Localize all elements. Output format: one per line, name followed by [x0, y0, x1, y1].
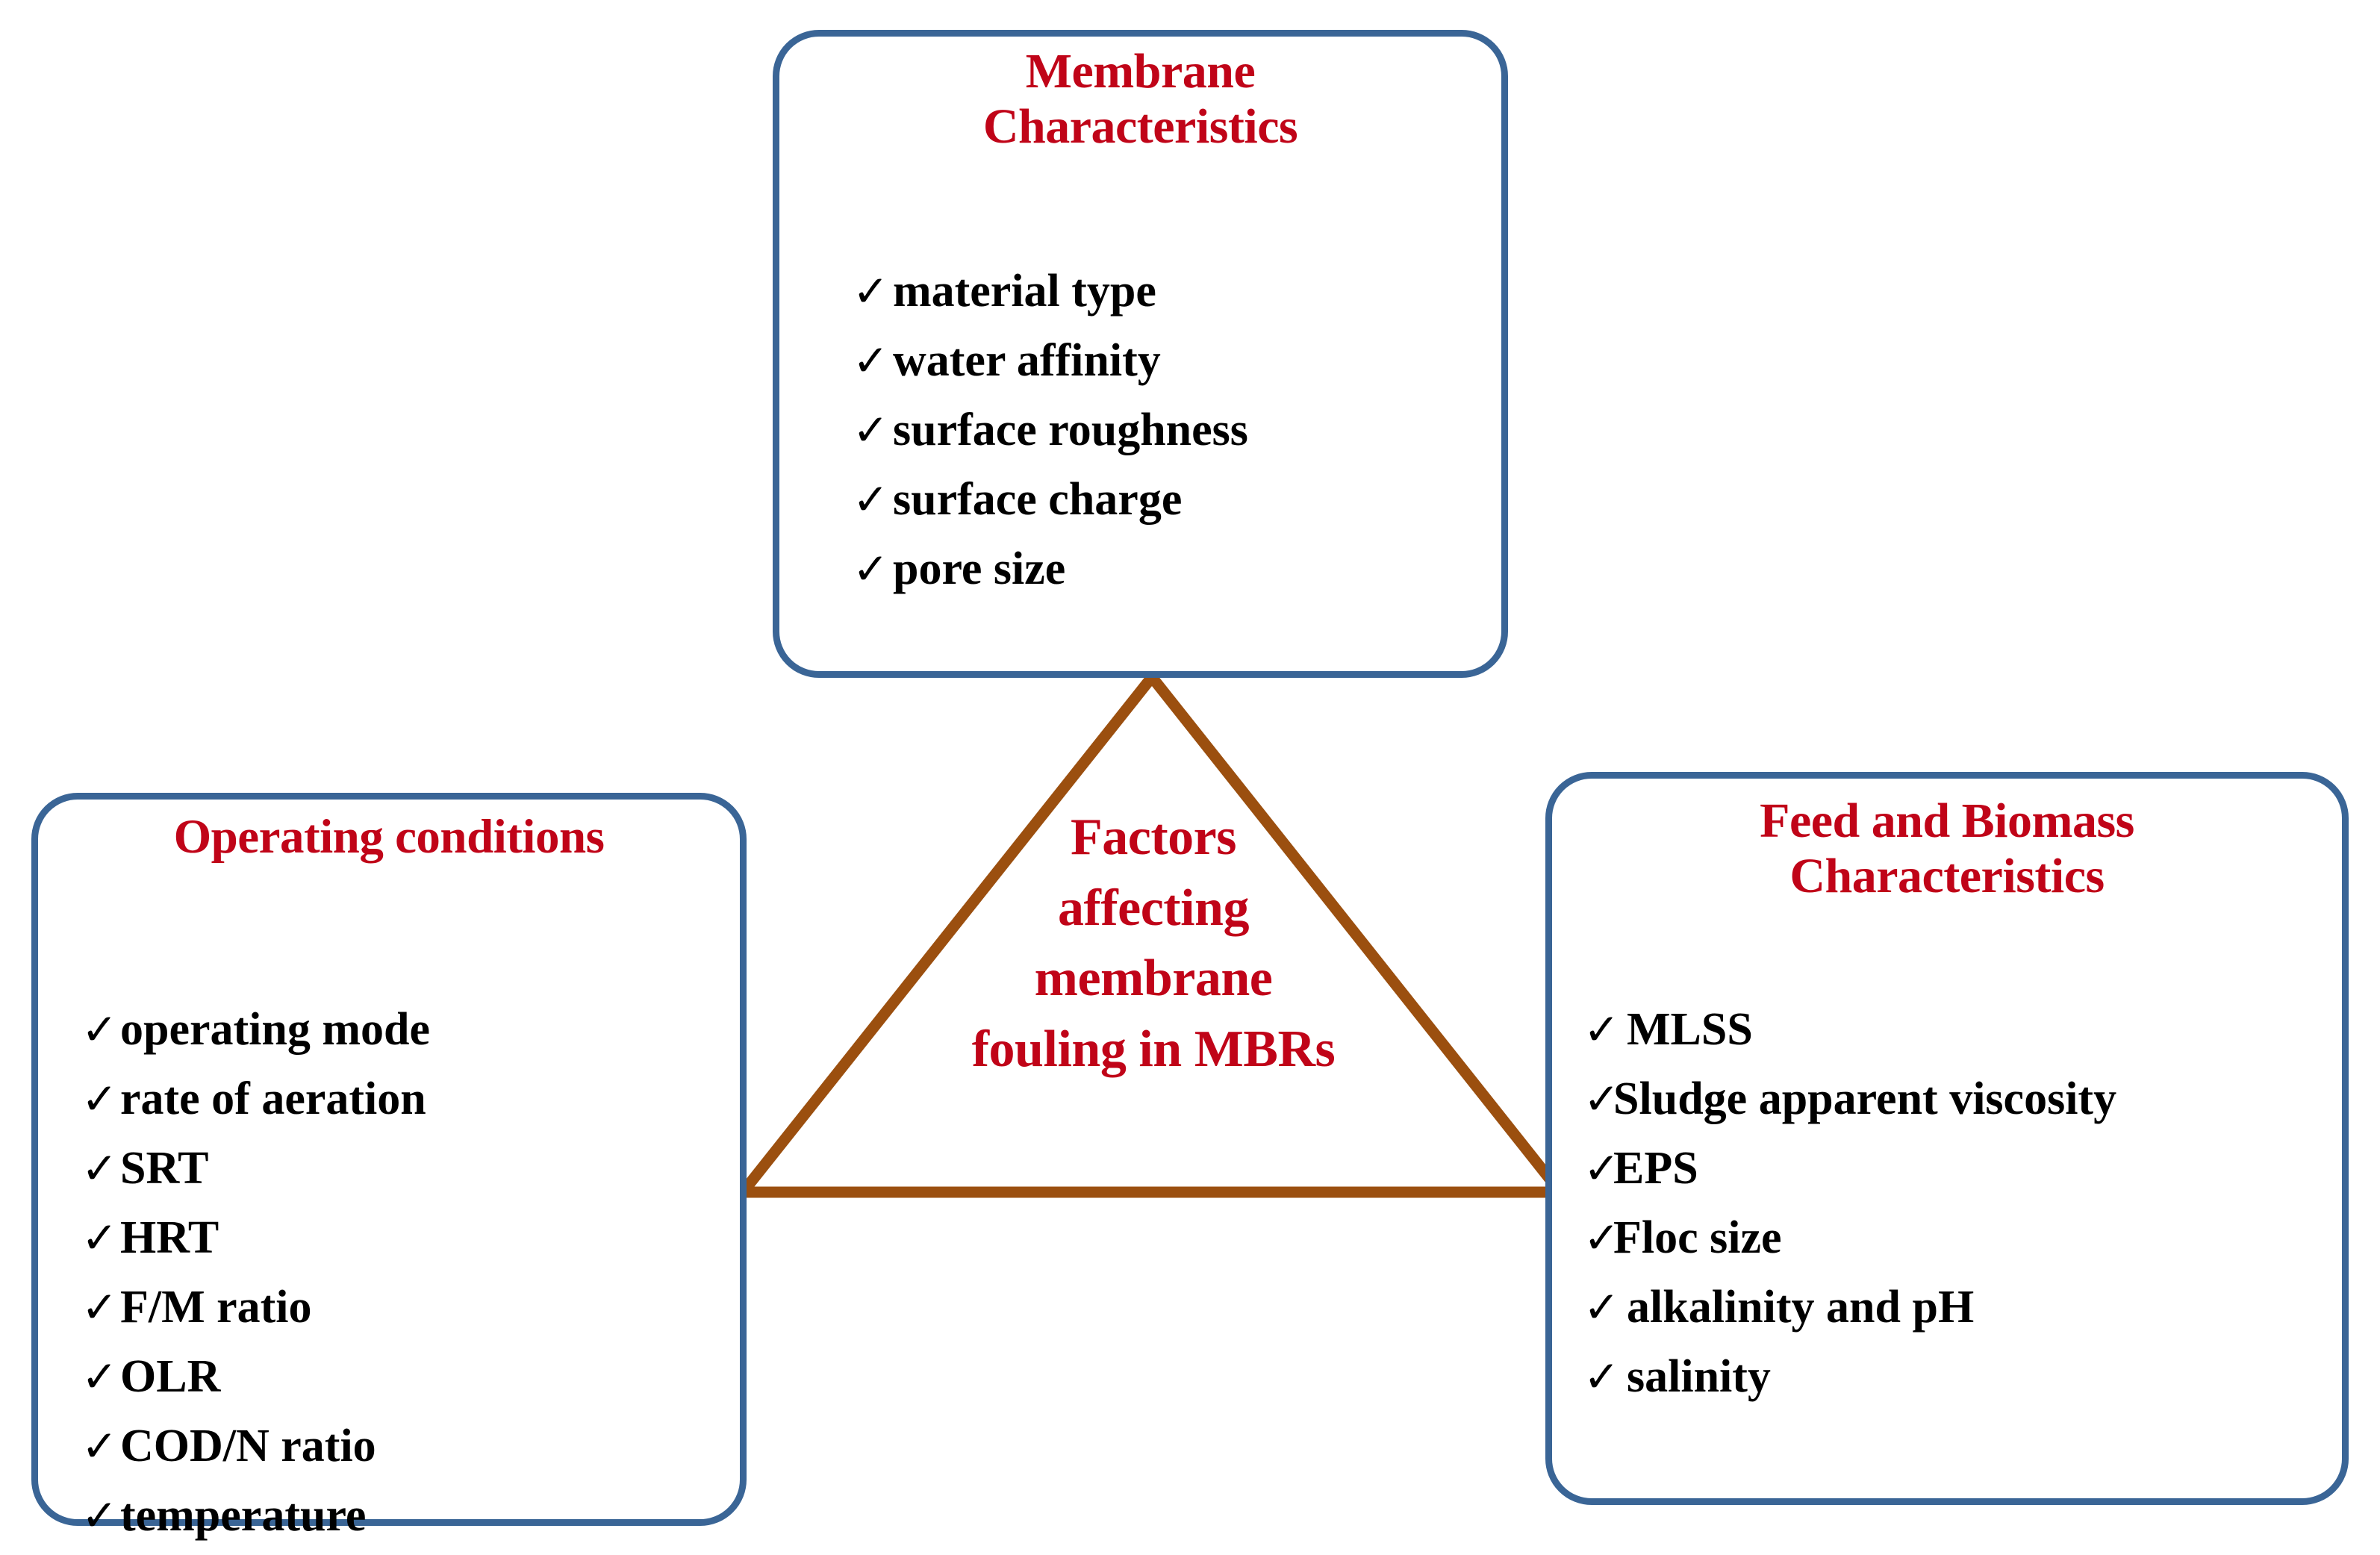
feed-title-line-2: Characteristics [1789, 848, 2105, 903]
triangle-center-label: Factors affecting membrane fouling in MB… [825, 803, 1482, 1085]
list-item: ✓ surface roughness [853, 396, 1248, 465]
checkmark-icon: ✓ [1583, 1075, 1620, 1124]
list-item: ✓ SRT [81, 1134, 430, 1203]
list-item: ✓ Floc size [1583, 1203, 2116, 1273]
operating-box-title: Operating conditions [173, 810, 605, 864]
checkmark-icon: ✓ [853, 267, 889, 316]
list-item: ✓ COD/N ratio [81, 1412, 430, 1481]
feed-biomass-characteristics-box[interactable]: Feed and Biomass Characteristics ✓ MLSS … [1545, 772, 2349, 1505]
list-item: ✓ salinity [1583, 1342, 2116, 1412]
list-item: ✓ EPS [1583, 1134, 2116, 1203]
list-item: ✓ rate of aeration [81, 1065, 430, 1134]
list-item: ✓ Sludge apparent viscosity [1583, 1065, 2116, 1134]
checkmark-icon: ✓ [81, 1353, 118, 1401]
list-item: ✓ OLR [81, 1342, 430, 1412]
checkmark-icon: ✓ [81, 1075, 118, 1124]
feed-box-title: Feed and Biomass Characteristics [1552, 794, 2342, 904]
feed-biomass-list: ✓ MLSS ✓ Sludge apparent viscosity ✓ EPS… [1583, 995, 2116, 1412]
checkmark-icon: ✓ [853, 406, 889, 455]
checkmark-icon: ✓ [853, 545, 889, 593]
list-item-label: F/M ratio [120, 1282, 312, 1333]
list-item: ✓ pore size [853, 535, 1248, 604]
checkmark-icon: ✓ [81, 1214, 118, 1262]
checkmark-icon: ✓ [81, 1283, 118, 1332]
list-item-label: water affinity [893, 335, 1161, 386]
feed-title-line-1: Feed and Biomass [1760, 794, 2134, 848]
list-item: ✓ water affinity [853, 326, 1248, 396]
checkmark-icon: ✓ [1583, 1283, 1620, 1332]
list-item-label: operating mode [120, 1004, 431, 1055]
list-item: ✓ F/M ratio [81, 1273, 430, 1342]
list-item-label: SRT [120, 1143, 209, 1194]
list-item-label: OLR [120, 1351, 221, 1402]
list-item-label: MLSS [1627, 1004, 1753, 1055]
list-item: ✓ MLSS [1583, 995, 2116, 1065]
list-item: ✓ material type [853, 257, 1248, 326]
list-item: ✓ alkalinity and pH [1583, 1273, 2116, 1342]
center-label-line-3: membrane [1034, 950, 1273, 1007]
list-item-label: surface charge [893, 474, 1183, 525]
checkmark-icon: ✓ [81, 1144, 118, 1193]
list-item-label: Floc size [1613, 1212, 1782, 1263]
list-item-label: pore size [893, 543, 1066, 594]
checkmark-icon: ✓ [81, 1492, 118, 1540]
membrane-box-title: Membrane Characteristics [779, 44, 1501, 155]
checkmark-icon: ✓ [853, 337, 889, 385]
list-item: ✓ surface charge [853, 465, 1248, 535]
membrane-characteristics-box[interactable]: Membrane Characteristics ✓ material type… [773, 30, 1508, 678]
list-item-label: HRT [120, 1212, 219, 1263]
operating-conditions-box[interactable]: Operating conditions ✓ operating mode ✓ … [31, 793, 747, 1541]
center-label-line-4: fouling in MBRs [971, 1020, 1336, 1078]
list-item-label: Sludge apparent viscosity [1613, 1073, 2117, 1124]
checkmark-icon: ✓ [1583, 1006, 1620, 1054]
checkmark-icon: ✓ [1583, 1144, 1620, 1193]
list-item-label: material type [893, 266, 1156, 317]
list-item-label: temperature [120, 1490, 367, 1541]
checkmark-icon: ✓ [81, 1422, 118, 1471]
list-item-label: surface roughness [893, 405, 1248, 455]
list-item-label: alkalinity and pH [1627, 1282, 1975, 1333]
list-item-label: rate of aeration [120, 1073, 426, 1124]
list-item-label: COD/N ratio [120, 1421, 376, 1471]
list-item: ✓ temperature [81, 1481, 430, 1551]
center-label-line-1: Factors [1071, 808, 1236, 866]
list-item: ✓ HRT [81, 1203, 430, 1273]
checkmark-icon: ✓ [1583, 1214, 1620, 1262]
center-label-line-2: affecting [1058, 879, 1249, 937]
checkmark-icon: ✓ [81, 1006, 118, 1054]
list-item: ✓ operating mode [81, 995, 430, 1065]
list-item-label: EPS [1613, 1143, 1698, 1194]
checkmark-icon: ✓ [853, 476, 889, 524]
membrane-title-line-2: Characteristics [982, 99, 1298, 154]
checkmark-icon: ✓ [1583, 1353, 1620, 1401]
membrane-characteristics-list: ✓ material type ✓ water affinity ✓ surfa… [853, 257, 1248, 604]
operating-conditions-list: ✓ operating mode ✓ rate of aeration ✓ SR… [81, 995, 430, 1551]
list-item-label: salinity [1627, 1351, 1771, 1402]
membrane-title-line-1: Membrane [1025, 44, 1256, 99]
